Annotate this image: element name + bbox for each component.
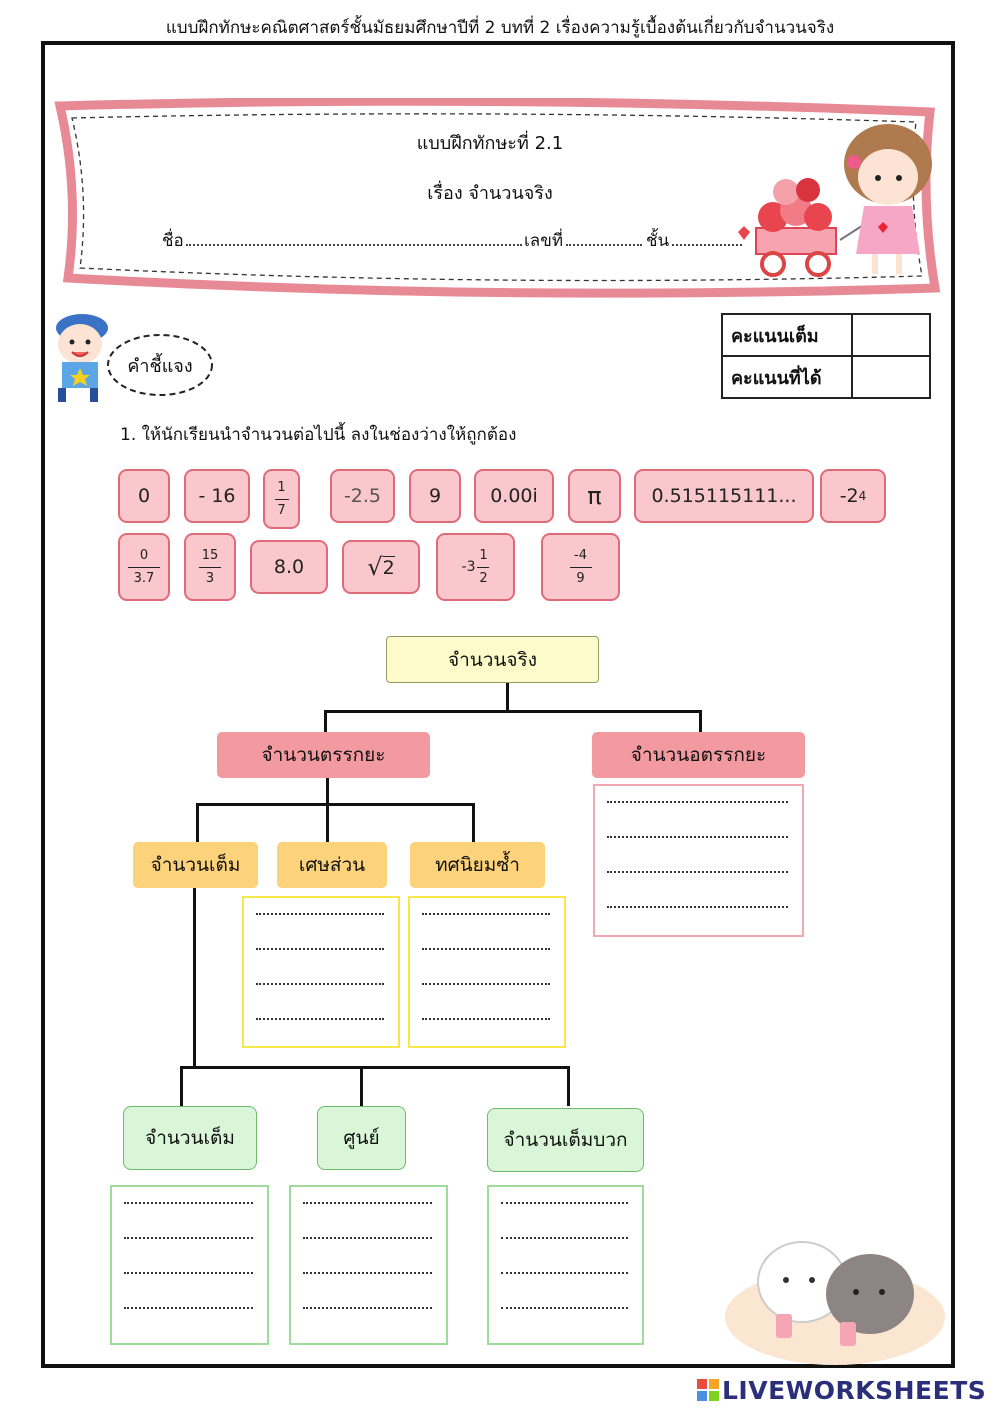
connector-line <box>196 803 475 806</box>
name-label: ชื่อ <box>162 231 184 251</box>
connector-line <box>180 1066 570 1069</box>
connector-line <box>699 710 702 734</box>
base: -2 <box>839 485 859 507</box>
class-field[interactable] <box>672 244 742 246</box>
name-field[interactable] <box>186 244 522 246</box>
full-score-value[interactable] <box>851 313 931 357</box>
exponent: 4 <box>858 489 867 503</box>
class-label: ชั้น <box>646 231 670 251</box>
connector-line <box>324 710 327 734</box>
worksheet-title: แบบฝึกทักษะคณิตศาสตร์ชั้นมัธยมศึกษาปีที่… <box>165 18 835 38</box>
number-chip[interactable]: 0.00i <box>474 469 554 523</box>
numerator: -4 <box>574 547 587 563</box>
denominator: 3.7 <box>133 570 155 586</box>
number-chip[interactable]: π <box>568 469 621 523</box>
number-chip[interactable]: - 16 <box>184 469 250 523</box>
negative-integer-answer-box[interactable] <box>110 1185 269 1345</box>
node-zero: ศูนย์ <box>317 1106 406 1170</box>
score-got-label: คะแนนที่ได้ <box>721 355 853 399</box>
denominator: 2 <box>479 570 488 586</box>
connector-line <box>472 803 475 843</box>
number-label: เลขที่ <box>524 231 564 251</box>
denominator: 9 <box>576 570 585 586</box>
number-field[interactable] <box>566 244 642 246</box>
number-chip[interactable]: 9 <box>409 469 461 523</box>
node-repeating-decimals: ทศนิยมซ้ำ <box>410 842 545 888</box>
connector-line <box>360 1066 363 1106</box>
node-rational-numbers: จำนวนตรรกยะ <box>217 732 430 778</box>
exercise-title: แบบฝึกทักษะที่ 2.1 <box>416 133 564 154</box>
connector-line <box>326 803 329 843</box>
instructions-label: คำชี้แจง <box>127 356 193 377</box>
liveworksheets-logo: LIVEWORKSHEETS <box>722 1376 987 1405</box>
numerator: 0 <box>139 547 149 563</box>
node-negative-integers: จำนวนเต็ม <box>123 1106 257 1170</box>
girl-cart-illustration <box>738 124 932 277</box>
number-chip[interactable]: √2 <box>342 540 420 594</box>
numerator: 1 <box>277 479 286 495</box>
score-table: คะแนนเต็ม คะแนนที่ได้ <box>721 313 931 399</box>
score-got-value[interactable] <box>851 355 931 399</box>
connector-line <box>196 803 199 843</box>
question-text: 1. ให้นักเรียนนำจำนวนต่อไปนี้ ลงในช่องว่… <box>120 425 517 445</box>
topic-title: เรื่อง จำนวนจริง <box>427 183 553 204</box>
page-frame <box>41 41 955 1368</box>
full-score-label: คะแนนเต็ม <box>721 313 853 357</box>
positive-integer-answer-box[interactable] <box>487 1185 644 1345</box>
connector-line <box>324 710 702 713</box>
number-chip[interactable]: 0 <box>118 469 170 523</box>
number-chip[interactable]: 8.0 <box>250 540 328 594</box>
node-irrational-numbers: จำนวนอตรรกยะ <box>592 732 805 778</box>
radical-sign: √ <box>367 553 383 581</box>
denominator: 7 <box>277 502 286 518</box>
node-fractions: เศษส่วน <box>277 842 387 888</box>
node-positive-integers: จำนวนเต็มบวก <box>487 1108 644 1172</box>
numerator: 1 <box>479 547 488 563</box>
repeating-decimal-answer-box[interactable] <box>408 896 566 1048</box>
radicand: 2 <box>382 555 395 579</box>
numerator: 15 <box>201 547 219 563</box>
instructions-bubble <box>107 334 213 396</box>
connector-line <box>506 682 509 712</box>
number-chip[interactable]: 0.515115111... <box>634 469 814 523</box>
boy-mascot-illustration <box>56 314 108 402</box>
liveworksheets-logo-icon <box>697 1379 719 1401</box>
whole-part: -3 <box>461 559 476 575</box>
zero-answer-box[interactable] <box>289 1185 448 1345</box>
denominator: 3 <box>205 570 215 586</box>
number-chip[interactable]: -2.5 <box>330 469 395 523</box>
node-integers: จำนวนเต็ม <box>133 842 258 888</box>
connector-line <box>326 778 329 804</box>
connector-line <box>567 1066 570 1106</box>
cats-illustration <box>725 1241 945 1365</box>
fraction-answer-box[interactable] <box>242 896 400 1048</box>
connector-line <box>193 886 196 1068</box>
node-real-numbers: จำนวนจริง <box>386 636 599 683</box>
irrational-answer-box[interactable] <box>593 784 804 937</box>
number-chip[interactable]: -3 1 2 <box>436 533 515 601</box>
connector-line <box>180 1066 183 1106</box>
